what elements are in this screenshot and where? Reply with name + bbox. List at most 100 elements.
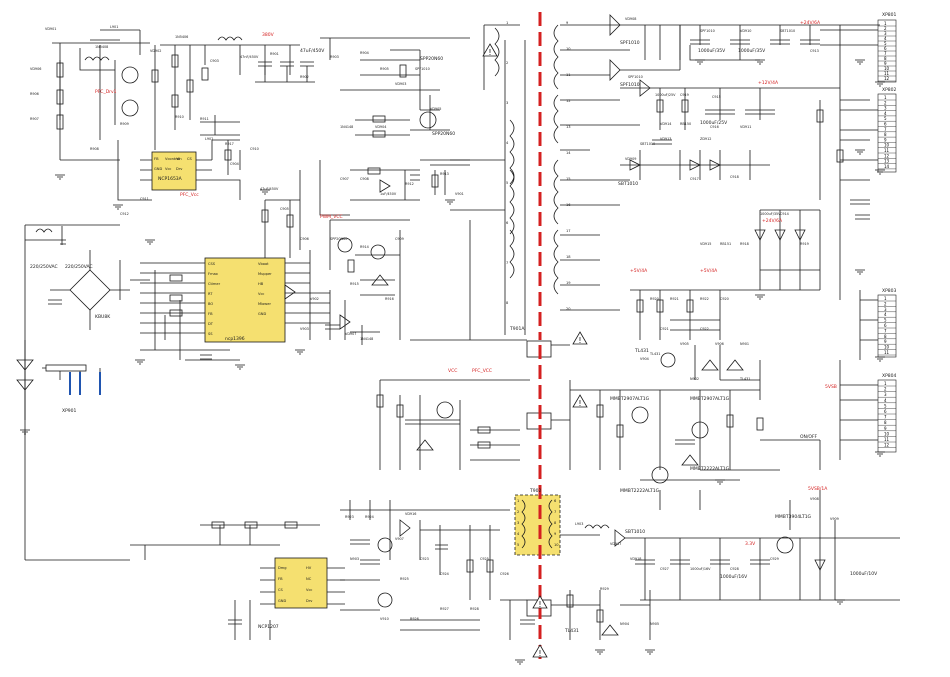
part-ref: VD916 — [405, 512, 416, 516]
part-ref: C904 — [230, 162, 239, 166]
diode — [16, 379, 34, 391]
part-ref: VD915 — [700, 242, 711, 246]
part-ref: R914 — [360, 245, 369, 249]
connector-pin: 7 — [884, 51, 887, 56]
connector-pin: 10 — [884, 345, 890, 350]
rail-5v-label: +5V/4A — [630, 268, 648, 274]
connector-pin: 1 — [884, 95, 887, 100]
ic-pin-label: DT — [208, 322, 214, 326]
resistor — [261, 209, 269, 223]
transformer-pin: 7 — [554, 510, 556, 514]
svg-text:!: ! — [488, 48, 491, 57]
connector-pin: 1 — [884, 21, 887, 26]
connector-pin: 4 — [884, 398, 887, 403]
part-ref: RB151 — [720, 242, 731, 246]
diode — [689, 159, 701, 171]
part-ref: VD905 — [430, 107, 441, 111]
ground-icon — [755, 294, 765, 300]
pfc-drv-label: PFC_Drv1 — [95, 89, 117, 95]
ground-icon — [875, 169, 885, 175]
zener — [416, 439, 434, 451]
diode — [379, 179, 391, 193]
c-out1-label: 1000uF/35V — [698, 48, 726, 54]
c-bulk-label: 47uF/450V — [300, 48, 325, 54]
connector-pin: 8 — [884, 334, 887, 339]
part-ref: R920 — [650, 297, 659, 301]
connector-pin: 9 — [884, 61, 887, 66]
connector-pin: 12 — [884, 76, 890, 81]
part-ref: C921 — [660, 327, 669, 331]
resistor — [286, 214, 294, 228]
part-ref: R913 — [440, 172, 449, 176]
connector-pin: 10 — [884, 66, 890, 71]
part-ref: R904 — [360, 51, 369, 55]
resistor — [224, 149, 232, 161]
ic-pfc-label: NCP1653A — [158, 176, 183, 182]
part-ref: C905 — [280, 207, 289, 211]
connector-pin: 9 — [884, 426, 887, 431]
warning-triangle-icon: ! — [482, 43, 498, 57]
ic-pin-label: Vcc — [258, 292, 264, 296]
diode — [639, 79, 651, 97]
xp801-label: XP801 — [882, 12, 897, 18]
part-ref: 1000uF/35V — [760, 212, 781, 216]
pfc-vcc-label: PFC_Vcc — [180, 192, 199, 198]
part-ref: C917 — [690, 177, 699, 181]
part-ref: 1N4148 — [360, 337, 373, 341]
resistor — [616, 424, 624, 438]
resistor — [169, 274, 183, 282]
resistor — [486, 559, 494, 573]
ic-pin-label: BO — [208, 302, 213, 306]
resistor — [56, 114, 64, 130]
part-ref: VD903 — [395, 82, 406, 86]
ic-pin-label: Vcc — [165, 167, 171, 171]
rail-5vsb-label: 5VSB — [825, 384, 837, 390]
transformer-pin: 10 — [554, 543, 559, 547]
zener — [754, 229, 766, 241]
ic-pwm-pins: CSSFmaxCtimerRTBOFBDTSSVbootMupperHBVccM… — [208, 262, 272, 336]
part-ref: R909 — [120, 122, 129, 126]
resistor — [756, 417, 764, 431]
inductor — [560, 524, 610, 536]
connector-pin: 3 — [884, 106, 887, 111]
warning-triangle-icon: ! — [532, 595, 548, 609]
part-ref: 47nF/450V — [240, 55, 259, 59]
svg-text:!: ! — [538, 600, 541, 609]
transistor — [370, 244, 386, 260]
part-ref: SBT1010 — [780, 29, 795, 33]
ic-pin-label: Vin — [176, 157, 182, 161]
ground-icon — [715, 479, 725, 485]
transistor — [631, 406, 649, 424]
part-ref: 1uF/450V — [380, 192, 397, 196]
connector-pin: 10 — [884, 431, 890, 436]
part-ref: C927 — [660, 567, 669, 571]
ic-pin-label: CS — [187, 157, 193, 161]
transformer-pin: 8 — [554, 521, 557, 525]
part-ref: VD906 — [30, 67, 41, 71]
part-ref: VD904 — [375, 125, 386, 129]
part-ref: R903 — [330, 55, 339, 59]
rail-24v-b-label: +24V/6A — [762, 218, 783, 224]
transformer-pin: 20 — [566, 307, 571, 311]
transformer-pin: 4 — [506, 141, 509, 145]
c-out3-label: 1000uF/25V — [700, 120, 728, 126]
transformer-pin: 2 — [517, 510, 519, 514]
ic-pin-label: Dmg — [278, 566, 287, 570]
ic-pin-label: Vboot — [258, 262, 269, 266]
ground-icon — [855, 149, 865, 155]
transformer-pin: 18 — [566, 255, 571, 259]
ic-pin-label: FB — [278, 577, 283, 581]
ground-icon — [875, 451, 885, 457]
warning-triangle-icon: ! — [572, 394, 588, 408]
part-ref: R927 — [440, 607, 449, 611]
transformer-pin: 6 — [506, 221, 509, 225]
part-ref: C916 — [710, 125, 719, 129]
ground-icon — [145, 239, 155, 245]
t-main-label: T901A — [509, 326, 525, 332]
part-ref: L901 — [110, 25, 118, 29]
